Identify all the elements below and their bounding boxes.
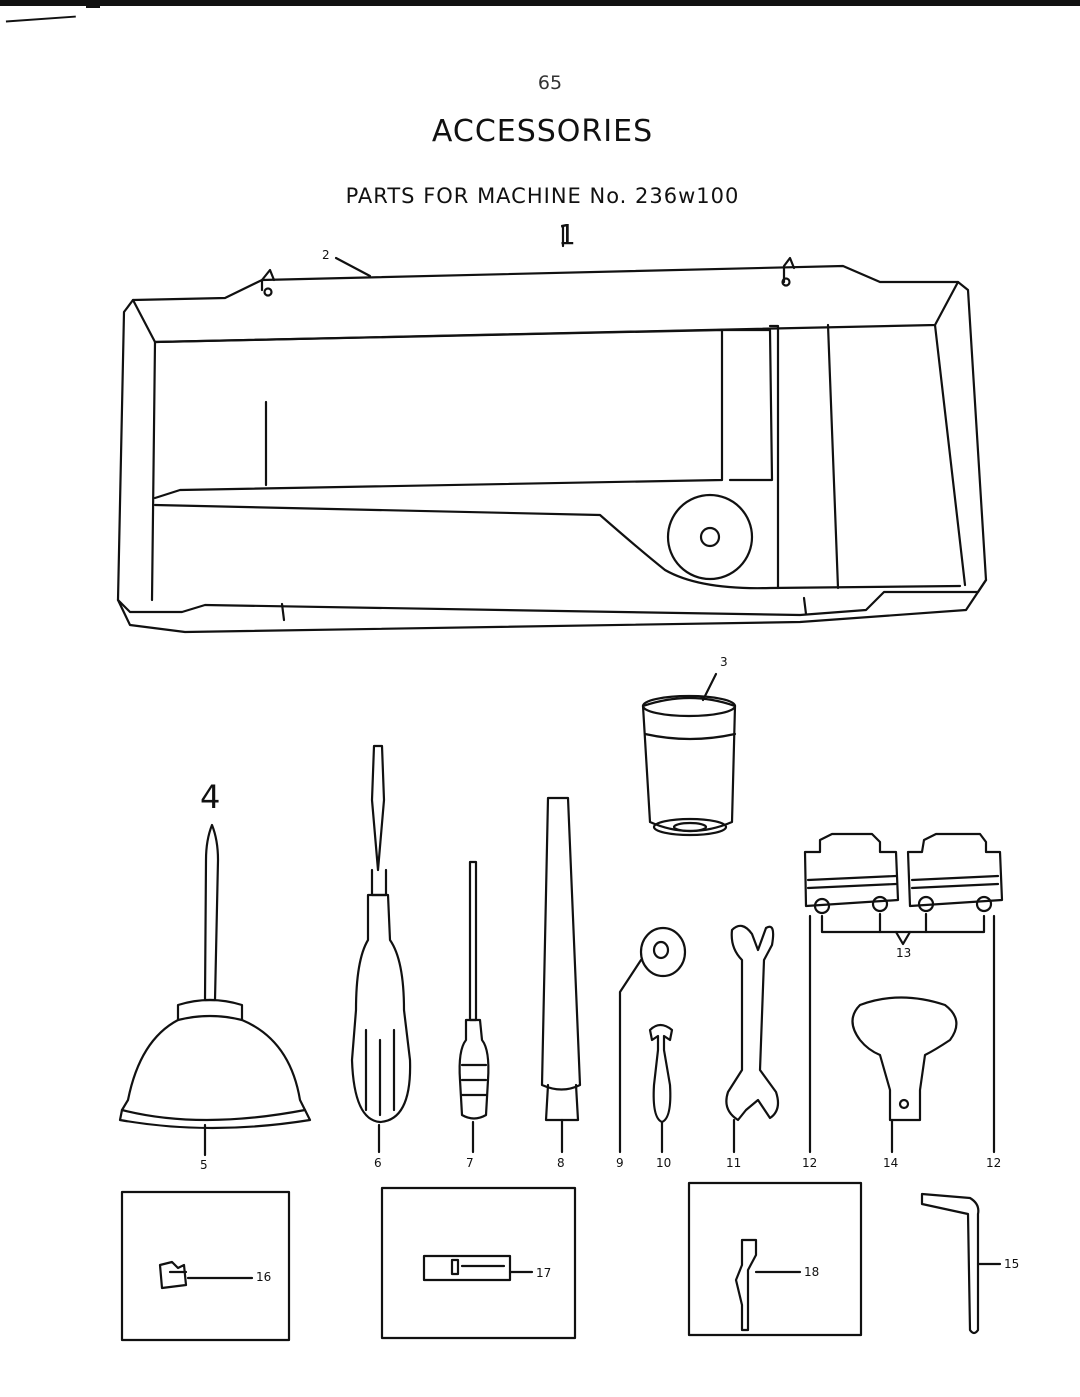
part-16-box bbox=[120, 1190, 291, 1342]
page-subtitle: PARTS FOR MACHINE No. 236w100 bbox=[345, 184, 740, 208]
small-wrench-drawing bbox=[648, 1023, 674, 1154]
bobbin-drawing bbox=[618, 926, 687, 1154]
callout-18: 18 bbox=[804, 1265, 820, 1279]
callout-3: 3 bbox=[720, 655, 728, 669]
large-screwdriver-drawing bbox=[350, 744, 412, 1154]
callout-15: 15 bbox=[1004, 1257, 1020, 1271]
callout-13: 13 bbox=[896, 946, 912, 960]
callout-11: 11 bbox=[726, 1156, 742, 1170]
callout-16: 16 bbox=[256, 1270, 272, 1284]
hex-key-drawing bbox=[920, 1192, 1002, 1335]
part-18-box bbox=[687, 1181, 863, 1337]
part-17-box bbox=[380, 1186, 577, 1340]
callout-8: 8 bbox=[557, 1156, 565, 1170]
accessory-case-drawing bbox=[116, 224, 988, 634]
oil-can-drawing bbox=[118, 823, 312, 1157]
callout-2: 2 bbox=[322, 248, 330, 262]
top-edge-mark bbox=[86, 0, 100, 8]
feet-attachments-drawing bbox=[803, 832, 1004, 1154]
callout-6: 6 bbox=[374, 1156, 382, 1170]
page-number: 65 bbox=[537, 72, 563, 94]
callout-14: 14 bbox=[883, 1156, 899, 1170]
callout-12-left: 12 bbox=[802, 1156, 818, 1170]
top-edge-bar bbox=[0, 0, 1080, 6]
callout-10: 10 bbox=[656, 1156, 672, 1170]
cup-drawing bbox=[641, 672, 737, 837]
callout-5: 5 bbox=[200, 1158, 208, 1172]
thumb-key-drawing bbox=[851, 996, 958, 1154]
double-end-wrench-drawing bbox=[725, 924, 780, 1154]
figure-number-oil-can: 4 bbox=[200, 778, 221, 816]
callout-12-right: 12 bbox=[986, 1156, 1002, 1170]
tapered-tool-drawing bbox=[540, 796, 582, 1154]
callout-7: 7 bbox=[466, 1156, 474, 1170]
callout-17: 17 bbox=[536, 1266, 552, 1280]
callout-9: 9 bbox=[616, 1156, 624, 1170]
page-title: ACCESSORIES bbox=[431, 114, 654, 149]
small-screwdriver-drawing bbox=[458, 860, 490, 1154]
